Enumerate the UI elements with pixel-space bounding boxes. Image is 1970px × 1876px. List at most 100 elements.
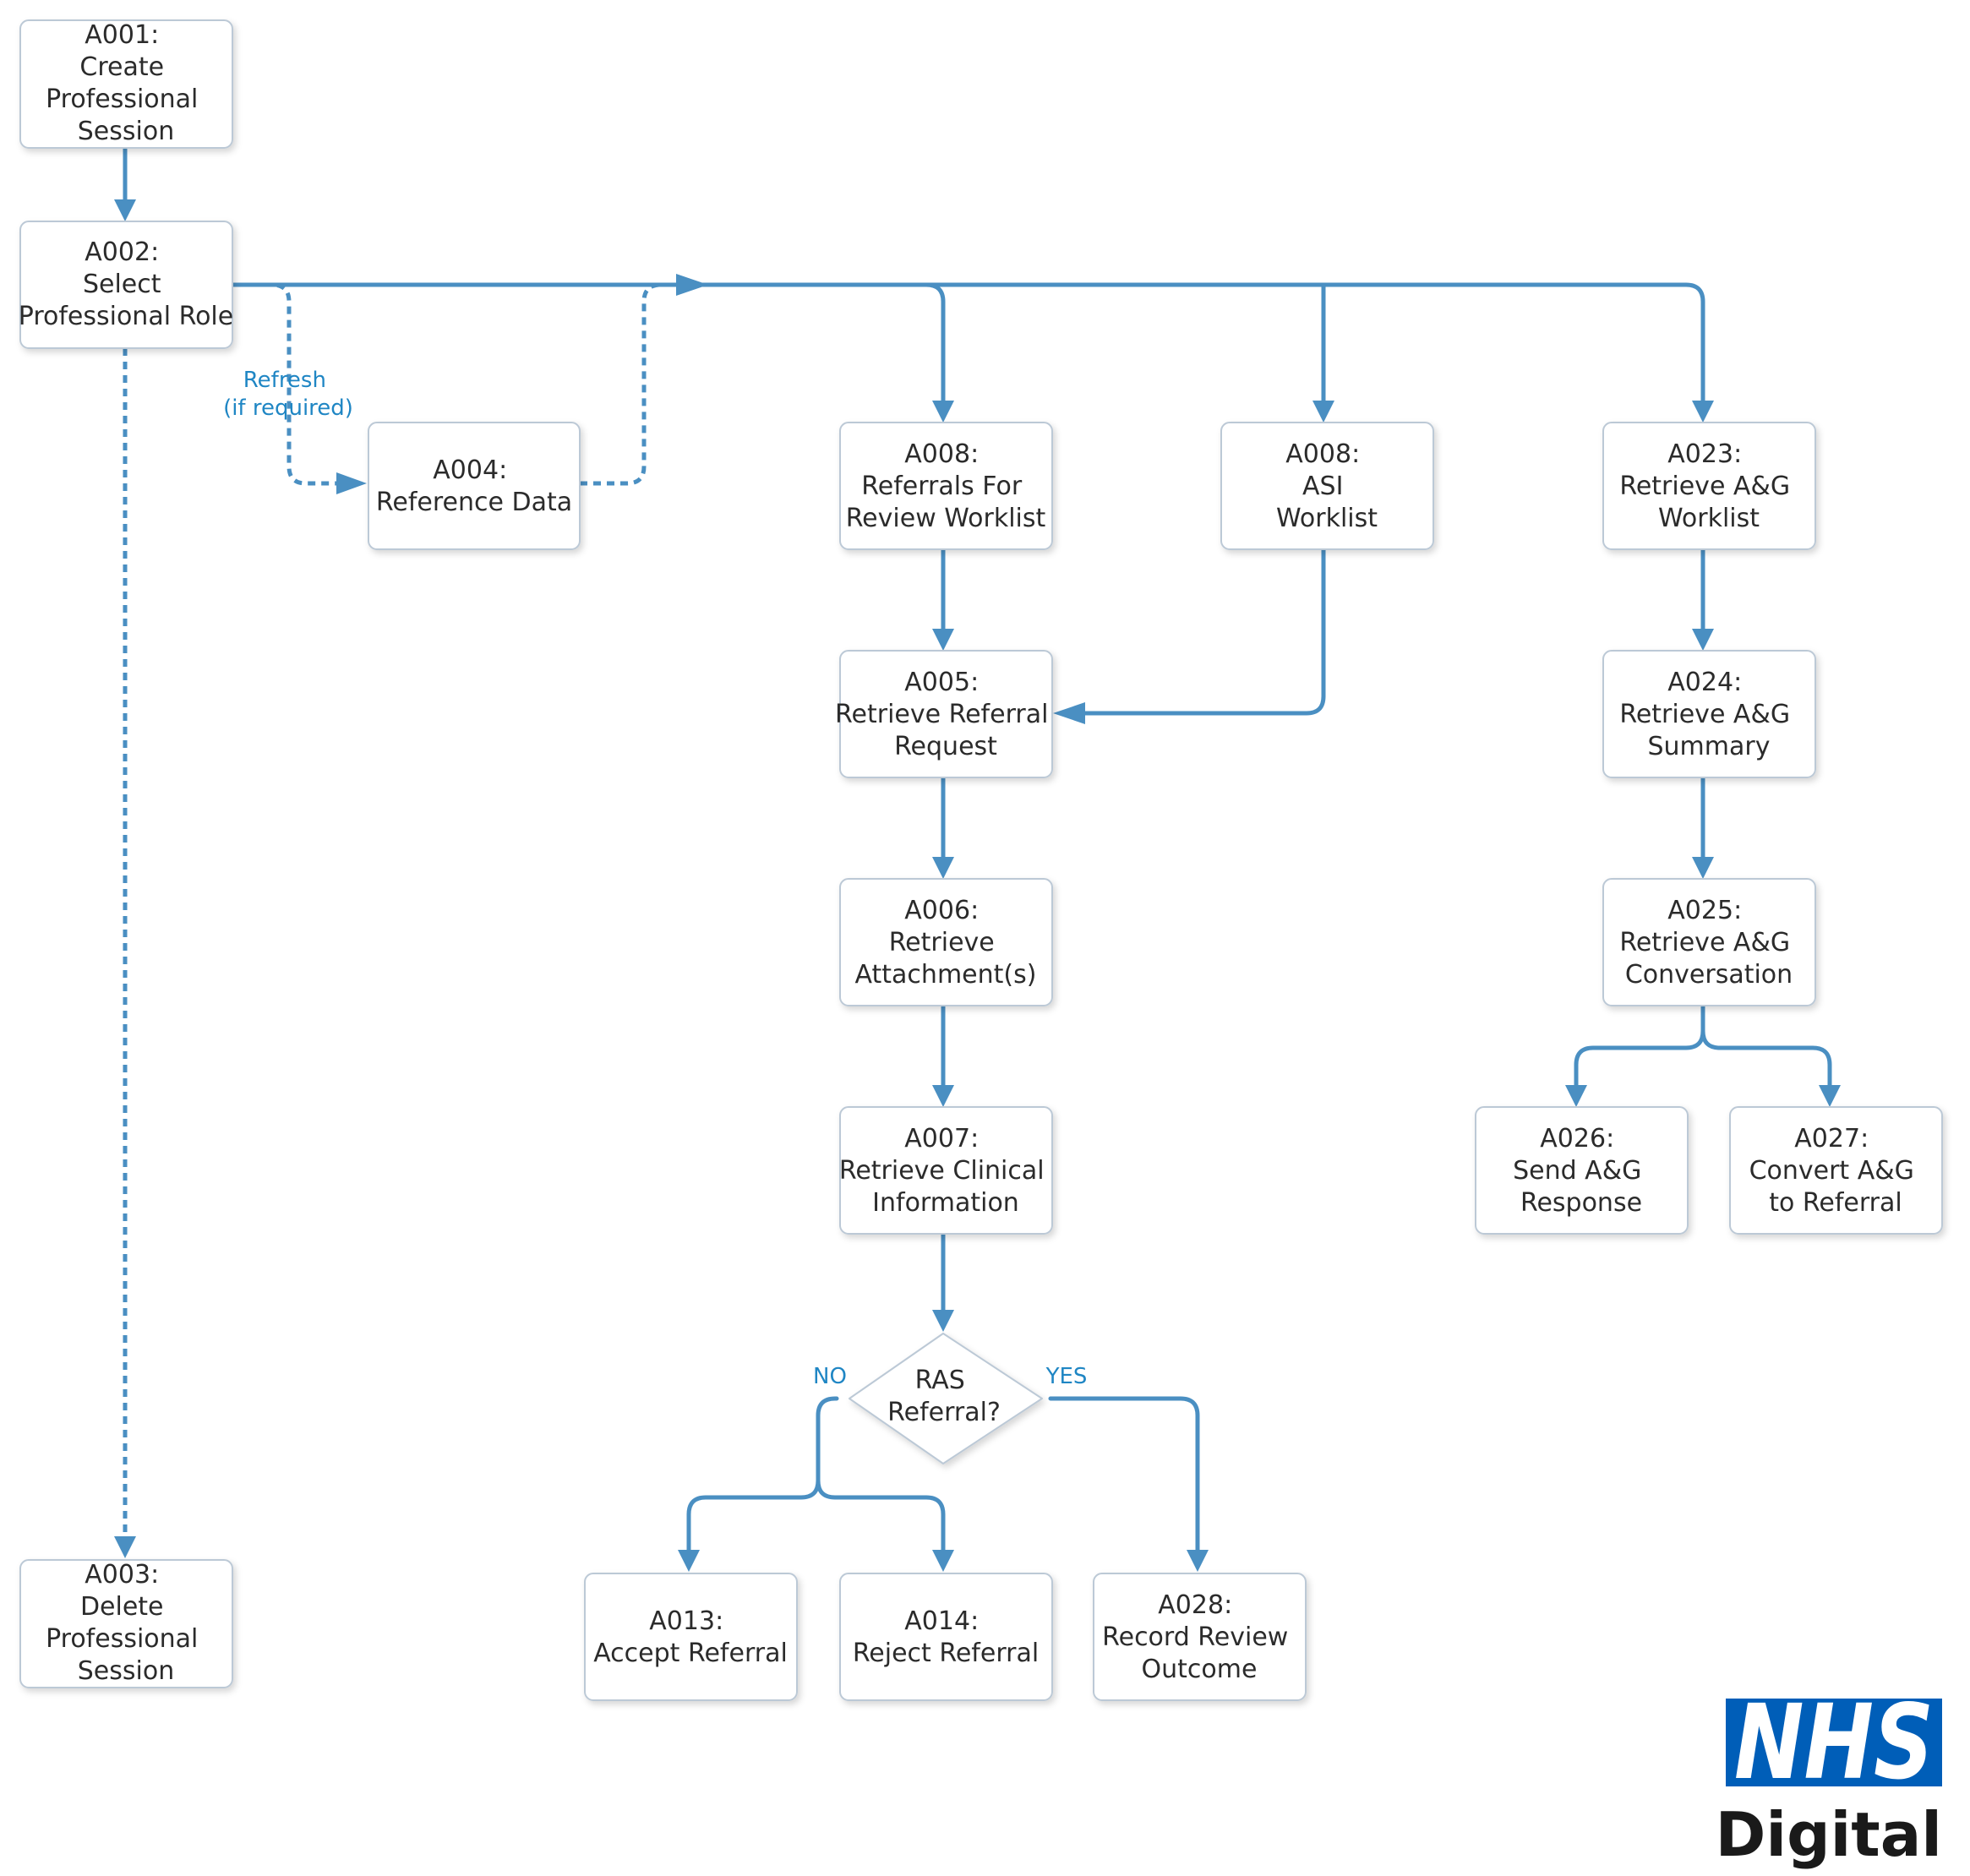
node-a024[interactable]: A024: Retrieve A&G Summary (1602, 650, 1816, 778)
arrowhead (932, 857, 954, 879)
node-label-line: to Referral (1769, 1188, 1902, 1218)
nhs-logo-text: NHS (1734, 1682, 1934, 1802)
node-label-line: A006: (904, 896, 979, 925)
node-a008-asi[interactable]: A008: ASI Worklist (1220, 422, 1434, 550)
node-label: A026: Send A&G Response (1513, 1124, 1650, 1218)
node-label-line: Retrieve A&G (1619, 472, 1790, 501)
node-ras-decision[interactable]: RAS Referral? (849, 1333, 1043, 1464)
node-label-line: Information (872, 1188, 1019, 1218)
node-box (1602, 422, 1816, 550)
node-box (839, 878, 1053, 1006)
node-label-line: Reference Data (376, 488, 572, 517)
arrowhead (1312, 401, 1334, 423)
node-label-line: A025: (1667, 896, 1742, 925)
node-a002[interactable]: A002: Select Professional Role (19, 221, 233, 349)
node-label: A008: ASI Worklist (1276, 439, 1378, 533)
arrowhead (1187, 1550, 1209, 1572)
node-label-line: Retrieve A&G (1619, 928, 1790, 957)
node-a014[interactable]: A014: Reject Referral (839, 1573, 1053, 1701)
node-label-line: A023: (1667, 439, 1742, 469)
edge-ras-yes (1048, 1396, 1200, 1556)
node-a027[interactable]: A027: Convert A&G to Referral (1729, 1106, 1943, 1235)
node-label: A006: Retrieve Attachment(s) (855, 896, 1037, 990)
node-label-line: A013: (649, 1606, 723, 1636)
node-label-line: Retrieve (889, 928, 995, 957)
node-box (839, 650, 1053, 778)
node-label-line: Retrieve Referral (835, 700, 1048, 729)
node-label-line: Record Review (1102, 1622, 1288, 1652)
node-label: A005: Retrieve Referral Request (835, 668, 1056, 761)
node-label-line: A008: (904, 439, 979, 469)
connectors (114, 146, 1841, 1572)
node-label: A014: Reject Referral (853, 1606, 1039, 1668)
node-box (839, 1573, 1053, 1701)
node-label-line: A014: (904, 1606, 979, 1636)
node-a004[interactable]: A004: Reference Data (368, 422, 581, 550)
node-label: A002: Select Professional Role (19, 237, 233, 331)
node-a006[interactable]: A006: Retrieve Attachment(s) (839, 878, 1053, 1006)
node-label-line: A004: (433, 455, 507, 485)
node-label-line: Conversation (1625, 960, 1793, 990)
node-a008-referrals[interactable]: A008: Referrals For Review Worklist (839, 422, 1053, 550)
node-label-line: Professional Role (19, 302, 233, 331)
arrowhead (336, 472, 367, 494)
node-box (1602, 650, 1816, 778)
edge-bus-a008-referrals (924, 282, 946, 406)
node-label-line: A024: (1667, 668, 1742, 697)
node-label-line: A028: (1158, 1590, 1232, 1620)
node-label: A027: Convert A&G to Referral (1749, 1124, 1923, 1218)
node-box (19, 221, 233, 349)
node-label-line: Delete (80, 1592, 164, 1622)
node-label-line: A027: (1794, 1124, 1869, 1153)
node-a023[interactable]: A023: Retrieve A&G Worklist (1602, 422, 1816, 550)
decision-label-line: Referral? (887, 1398, 1001, 1427)
node-label-line: Summary (1648, 732, 1771, 761)
arrowhead (1692, 857, 1714, 879)
node-box (584, 1573, 798, 1701)
node-label-line: Retrieve A&G (1619, 700, 1790, 729)
node-label-line: A007: (904, 1124, 979, 1153)
refresh-label-line: (if required) (223, 395, 353, 421)
digital-logo-text: Digital (1716, 1799, 1942, 1870)
node-label: A007: Retrieve Clinical Information (839, 1124, 1052, 1218)
node-label-line: Worklist (1658, 504, 1760, 533)
node-label-line: Response (1520, 1188, 1642, 1218)
node-a007[interactable]: A007: Retrieve Clinical Information (839, 1106, 1053, 1235)
node-label: A023: Retrieve A&G Worklist (1619, 439, 1798, 533)
node-label-line: Session (78, 117, 174, 146)
node-label: A028: Record Review Outcome (1102, 1590, 1296, 1684)
no-label: NO (813, 1364, 847, 1389)
edge-a002-bus (231, 282, 1705, 406)
edge-refresh-a002-a004 (250, 282, 340, 486)
node-label: A025: Retrieve A&G Conversation (1619, 896, 1798, 990)
node-a005[interactable]: A005: Retrieve Referral Request (835, 650, 1056, 778)
node-label-line: A001: (85, 20, 159, 50)
edge-labels: Refresh (if required) NO YES (223, 368, 1087, 1389)
node-a003[interactable]: A003: Delete Professional Session (19, 1559, 233, 1688)
node-label-line: Convert A&G (1749, 1156, 1914, 1186)
arrowhead (114, 199, 136, 221)
node-label-line: Outcome (1142, 1655, 1258, 1684)
node-label-line: A003: (85, 1560, 159, 1590)
node-label-line: A008: (1285, 439, 1360, 469)
node-a026[interactable]: A026: Send A&G Response (1475, 1106, 1689, 1235)
arrowhead (932, 1085, 954, 1107)
node-label-line: Session (78, 1656, 174, 1686)
arrowhead (1819, 1085, 1841, 1107)
arrowhead (932, 1310, 954, 1332)
node-box (1475, 1106, 1689, 1235)
refresh-label: Refresh (if required) (223, 368, 353, 421)
node-a028[interactable]: A028: Record Review Outcome (1093, 1573, 1307, 1701)
arrowhead (932, 401, 954, 423)
node-box (19, 1559, 233, 1688)
arrowhead (1692, 629, 1714, 651)
node-label-line: A005: (904, 668, 979, 697)
node-label-line: A026: (1540, 1124, 1614, 1153)
node-label-line: Referrals For (861, 472, 1023, 501)
node-label-line: Retrieve Clinical (839, 1156, 1045, 1186)
node-a025[interactable]: A025: Retrieve A&G Conversation (1602, 878, 1816, 1006)
node-a013[interactable]: A013: Accept Referral (584, 1573, 798, 1701)
node-a001[interactable]: A001: Create Professional Session (19, 19, 233, 149)
decision-label-line: RAS (915, 1366, 965, 1395)
